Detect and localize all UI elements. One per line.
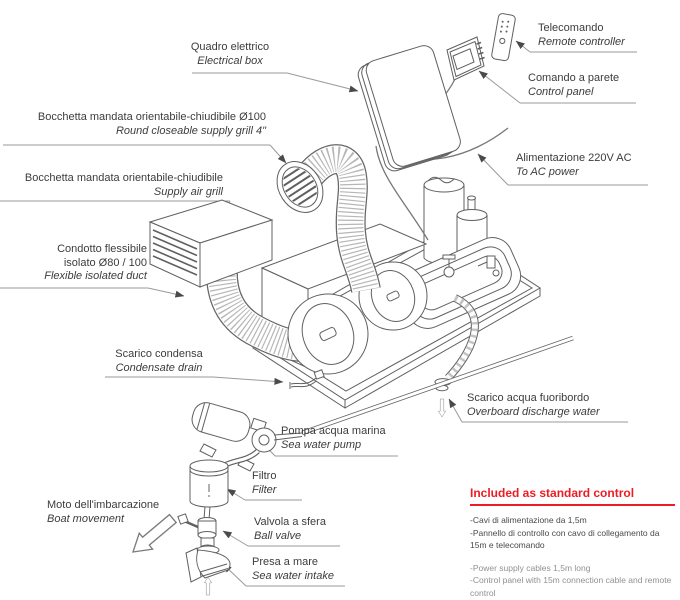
discharge-hose [434, 294, 479, 392]
sea-water-pipe [301, 335, 574, 436]
ball-valve [177, 513, 217, 552]
label-sea-water-intake: Presa a mare Sea water intake [252, 556, 334, 582]
label-remote: Telecomando Remote controller [538, 22, 625, 48]
boat-movement-arrow [132, 513, 178, 553]
standard-control-title: Included as standard control [470, 486, 675, 506]
label-condensate-drain: Scarico condensa Condensate drain [115, 348, 203, 374]
label-control-panel: Comando a parete Control panel [528, 72, 620, 98]
remote-controller [491, 13, 516, 62]
label-filter: Filtro Filter [252, 470, 277, 496]
intake-flow-arrow [203, 576, 213, 596]
label-electrical-box: Quadro elettrico Electrical box [190, 41, 270, 67]
list-item: -Control panel with 15m connection cable… [470, 575, 672, 598]
label-sea-water-pump: Pompa acqua marina Sea water pump [281, 425, 386, 451]
label-boat-movement: Moto dell'imbarcazione Boat movement [47, 499, 160, 525]
label-flexible-duct: Condotto flessibile isolato Ø80 / 100 Fl… [44, 243, 147, 282]
condensate-drain-tube [289, 369, 325, 389]
label-overboard: Scarico acqua fuoribordo Overboard disch… [467, 392, 600, 418]
electrical-box [357, 45, 461, 172]
label-ac-power: Alimentazione 220V AC To AC power [516, 152, 632, 178]
standard-control-items-en: -Power supply cables 1,5m long -Control … [470, 562, 675, 600]
list-item: -Power supply cables 1,5m long [470, 562, 591, 573]
flexible-duct-round [293, 144, 381, 294]
standard-control-section: Included as standard control -Cavi di al… [470, 486, 675, 599]
water-filter [189, 459, 229, 521]
label-round-grill: Bocchetta mandata orientabile-chiudibile… [37, 111, 266, 137]
wall-control-panel [446, 36, 485, 81]
list-item: -Pannello di controllo con cavo di colle… [470, 527, 660, 551]
sea-water-pump [191, 402, 303, 472]
discharge-flow-arrow [437, 398, 447, 418]
standard-control-items-it: -Cavi di alimentazione da 1,5m -Pannello… [470, 514, 675, 552]
list-item: -Cavi di alimentazione da 1,5m [470, 515, 587, 525]
label-supply-grill: Bocchetta mandata orientabile-chiudibile… [24, 172, 223, 198]
label-ball-valve: Valvola a sfera Ball valve [254, 516, 326, 542]
blower-front [287, 293, 369, 375]
sea-water-intake [185, 545, 231, 583]
rect-supply-grill [148, 199, 274, 288]
round-supply-grill [276, 161, 324, 213]
